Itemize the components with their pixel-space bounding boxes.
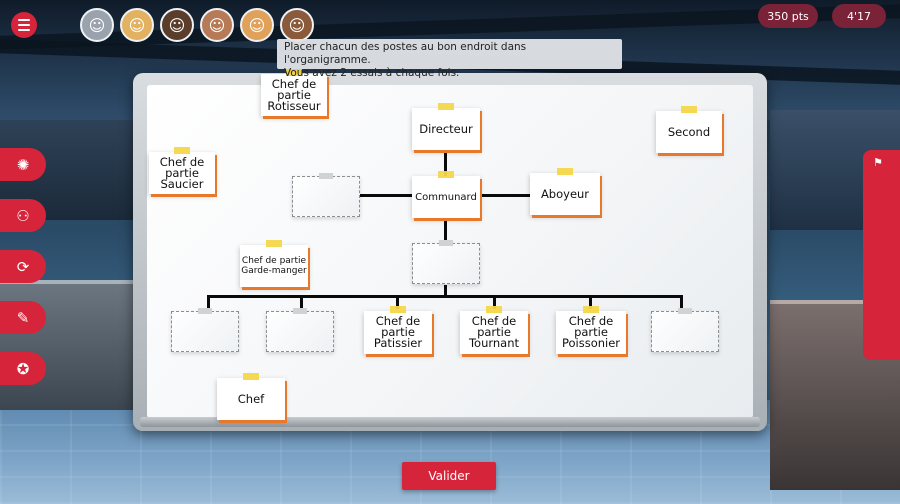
tools-icon: ✎ <box>16 308 30 327</box>
instruction-line: Placer chacun des postes au bon endroit … <box>284 41 527 66</box>
empty-slot-bottom-6[interactable] <box>651 308 719 352</box>
card-label: partie <box>381 325 415 339</box>
card-label: partie <box>165 165 199 180</box>
org-line <box>300 295 303 309</box>
card-label: Second <box>667 124 711 139</box>
person-bun-hair-icon[interactable]: ☺ <box>120 8 154 42</box>
person-beard-icon[interactable]: ☺ <box>280 8 314 42</box>
org-line <box>680 295 683 309</box>
tool-rotate-button[interactable]: ⟳ <box>0 250 46 283</box>
card-label: Chef de <box>375 314 421 328</box>
card-label: Chef de <box>271 76 317 91</box>
hamburger-menu-button[interactable] <box>11 12 37 38</box>
card-aboyeur[interactable]: Aboyeur <box>530 168 600 215</box>
org-line <box>444 218 447 243</box>
card-chef[interactable]: Chef <box>217 373 285 420</box>
tool-team-button[interactable]: ⚇ <box>0 199 46 232</box>
tool-idea-button[interactable]: ✺ <box>0 148 46 181</box>
org-line <box>493 295 496 309</box>
card-label: Communard <box>415 191 477 203</box>
card-label: partie <box>574 325 608 339</box>
org-line <box>444 150 447 176</box>
tool-tools-button[interactable]: ✎ <box>0 301 46 334</box>
rotate-icon: ⟳ <box>16 257 30 276</box>
empty-slot-center[interactable] <box>412 240 480 284</box>
instruction-tooltip: Placer chacun des postes au bon endroit … <box>277 39 622 79</box>
card-label: Rotisseur <box>267 98 321 113</box>
kitchen-counter-left <box>0 280 135 410</box>
card-label: Chef de <box>471 314 517 328</box>
right-side-panel-tab[interactable]: ⚑ <box>863 150 900 360</box>
menu-bar-icon <box>18 24 30 26</box>
empty-slot-bottom-1[interactable] <box>171 308 239 352</box>
tool-award-button[interactable]: ✪ <box>0 352 46 385</box>
org-line <box>207 295 210 309</box>
org-line <box>396 295 399 309</box>
menu-bar-icon <box>18 19 30 21</box>
empty-slot-left[interactable] <box>292 173 360 217</box>
card-label: Chef de <box>568 314 614 328</box>
flag-icon: ⚑ <box>873 156 883 169</box>
person-gray-hair-icon[interactable]: ☺ <box>80 8 114 42</box>
validate-button[interactable]: Valider <box>402 462 496 490</box>
card-label: Saucier <box>160 176 204 191</box>
card-label: Tournant <box>468 336 520 350</box>
card-label: partie <box>477 325 511 339</box>
card-label: Chef <box>237 391 265 406</box>
lightbulb-icon: ✺ <box>16 155 30 174</box>
team-avatars: ☺ ☺ ☺ ☺ ☺ ☺ <box>80 8 314 42</box>
card-communard[interactable]: Communard <box>412 171 480 218</box>
card-second[interactable]: Second <box>656 106 722 153</box>
org-line <box>207 295 682 298</box>
person-headband-icon[interactable]: ☺ <box>200 8 234 42</box>
score-badge: 350 pts <box>758 4 818 28</box>
card-label: partie <box>277 87 311 102</box>
medal-icon: ✪ <box>16 359 30 378</box>
org-line <box>444 285 447 297</box>
card-label: Directeur <box>419 121 473 136</box>
person-sunglasses-icon[interactable]: ☺ <box>240 8 274 42</box>
person-dark-skin-icon[interactable]: ☺ <box>160 8 194 42</box>
empty-slot-bottom-2[interactable] <box>266 308 334 352</box>
menu-bar-icon <box>18 29 30 31</box>
card-label: Patissier <box>373 336 423 350</box>
card-label: Chef de partie <box>241 256 307 266</box>
card-directeur[interactable]: Directeur <box>412 103 480 150</box>
card-label: Chef de <box>159 154 205 169</box>
org-line <box>589 295 592 309</box>
card-label: Garde-manger <box>241 266 307 276</box>
whiteboard-tray <box>140 417 760 427</box>
instruction-line: Vous avez 2 essais à chaque fois. <box>284 67 460 79</box>
card-label: Aboyeur <box>540 186 590 201</box>
timer-badge: 4'17 <box>832 4 886 28</box>
people-icon: ⚇ <box>16 206 30 225</box>
card-label: Poissonier <box>561 336 621 350</box>
